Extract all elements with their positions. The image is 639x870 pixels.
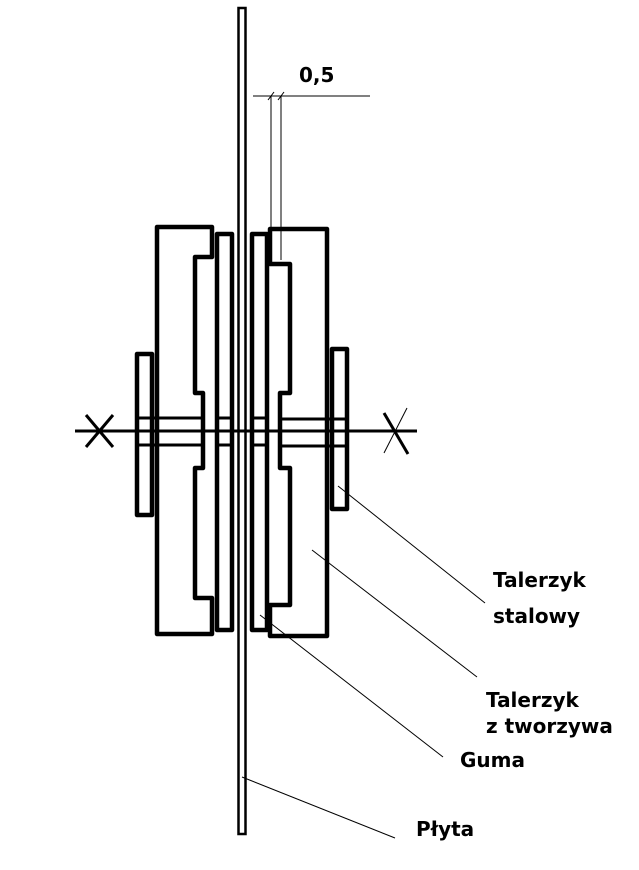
dimension-label: 0,5 (299, 63, 334, 87)
left-steel-disc (134, 351, 155, 518)
label-plastic-line1: Talerzyk (486, 688, 580, 712)
right-steel-disc (329, 346, 350, 512)
label-steel-line2: stalowy (493, 604, 580, 628)
left-x-mark (84, 414, 115, 448)
plate (237, 6, 247, 836)
leader-plastic (311, 549, 478, 678)
leader-rubber (259, 614, 444, 758)
bolt (137, 416, 347, 448)
label-steel-line1: Talerzyk (493, 568, 587, 592)
left-plastic-disc (154, 224, 215, 637)
dimension-lines (253, 91, 370, 260)
label-plastic-line2: z tworzywa (486, 714, 613, 738)
leader-steel (337, 485, 486, 604)
right-plastic-disc (267, 226, 330, 639)
label-rubber: Guma (460, 748, 525, 772)
leader-plate (241, 776, 396, 839)
label-plate: Płyta (416, 817, 474, 841)
right-x-mark (382, 407, 410, 455)
